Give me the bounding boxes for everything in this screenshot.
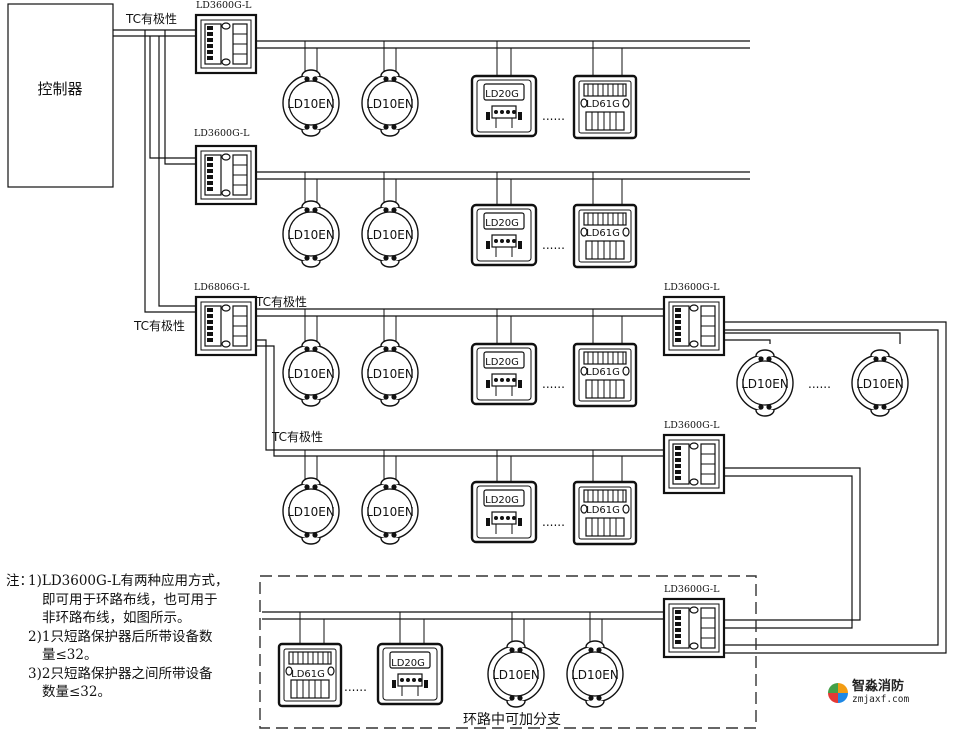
tc-label-1: TC有极性 [125,12,177,26]
button-module: LD61G [277,642,343,708]
io-module: LD20G [470,480,538,544]
isolator-4: LD3600G-L [662,282,726,357]
module-label: LD20G [485,495,519,506]
detector: LD10EN [487,640,545,708]
detector: LD10EN [282,69,340,137]
detector: LD10EN [736,349,794,417]
detector-label: LD10EN [287,367,335,381]
detector: LD10EN [282,200,340,268]
button-label: LD61G [586,228,620,239]
note-line: 3)2只短路保护器之间所带设备 [28,665,213,682]
isolator-label: LD6806G-L [194,282,250,293]
button-module: LD61G [572,203,638,269]
detector-label: LD10EN [492,668,540,682]
wiring [113,29,947,654]
isolator-label: LD3600G-L [664,420,720,431]
detector: LD10EN [566,640,624,708]
detector: LD10EN [361,339,419,407]
detector: LD10EN [282,477,340,545]
detector-label: LD10EN [366,97,414,111]
detector-label: LD10EN [366,505,414,519]
branch-caption: 环路中可加分支 [463,712,561,728]
button-module: LD61G [572,74,638,140]
detector: LD10EN [361,200,419,268]
isolator-label: LD3600G-L [664,584,720,595]
module-label: LD20G [485,357,519,368]
ellipsis: ...... [542,238,565,252]
module-label: LD20G [485,218,519,229]
logo-icon [828,683,848,703]
logo-url: zmjaxf.com [852,694,910,705]
watermark-logo: 智淼消防 zmjaxf.com [828,680,909,706]
button-label: LD61G [586,367,620,378]
detector-label: LD10EN [287,505,335,519]
note-line: 即可用于环路布线，也可用于 [42,591,218,608]
io-module: LD20G [470,203,538,267]
ellipsis: ...... [808,377,831,391]
ellipsis: ...... [542,515,565,529]
io-module: LD20G [470,74,538,138]
note-line: 量≤32。 [42,647,98,663]
detector-label: LD10EN [741,377,789,391]
isolator-3: LD6806G-L [194,282,258,357]
note-line: 数量≤32。 [42,684,111,700]
isolator-label: LD3600G-L [664,282,720,293]
drop-lines [299,41,623,645]
isolator-6: LD3600G-L [662,584,726,659]
ellipsis: ...... [542,377,565,391]
detector-label: LD10EN [287,97,335,111]
ellipsis: ...... [542,109,565,123]
notes: 注： 1)LD3600G-L有两种应用方式， 即可用于环路布线，也可用于 非环路… [6,572,256,702]
button-module: LD61G [572,342,638,408]
note-line: 1)LD3600G-L有两种应用方式， [28,573,229,589]
detector: LD10EN [361,477,419,545]
detector-label: LD10EN [287,228,335,242]
io-module: LD20G [376,642,444,706]
module-label: LD20G [391,658,425,669]
isolator-2: LD3600G-L [194,128,258,206]
io-module: LD20G [470,342,538,406]
detector: LD10EN [282,339,340,407]
ellipsis: ...... [344,680,367,694]
tc-label-2: TC有极性 [133,319,185,333]
logo-name: 智淼消防 [852,679,905,694]
detector: LD10EN [361,69,419,137]
detector-label: LD10EN [366,367,414,381]
button-label: LD61G [586,505,620,516]
tc-label-4: TC有极性 [271,430,323,444]
isolator-5: LD3600G-L [662,420,726,495]
isolator-label: LD3600G-L [194,128,250,139]
controller-box [7,3,114,188]
detector-label: LD10EN [571,668,619,682]
module-label: LD20G [485,89,519,100]
button-module: LD61G [572,480,638,546]
note-line: 非环路布线，如图所示。 [42,610,191,626]
tc-label-3: TC有极性 [255,295,307,309]
detector-label: LD10EN [366,228,414,242]
detector-label: LD10EN [856,377,904,391]
isolator-label: LD3600G-L [196,0,252,11]
detector: LD10EN [851,349,909,417]
isolator-1: LD3600G-L [194,0,258,75]
controller-label: 控制器 [37,80,82,98]
button-label: LD61G [291,669,325,680]
button-label: LD61G [586,99,620,110]
note-line: 2)1只短路保护器后所带设备数 [28,628,213,645]
notes-prefix: 注： [6,573,33,589]
